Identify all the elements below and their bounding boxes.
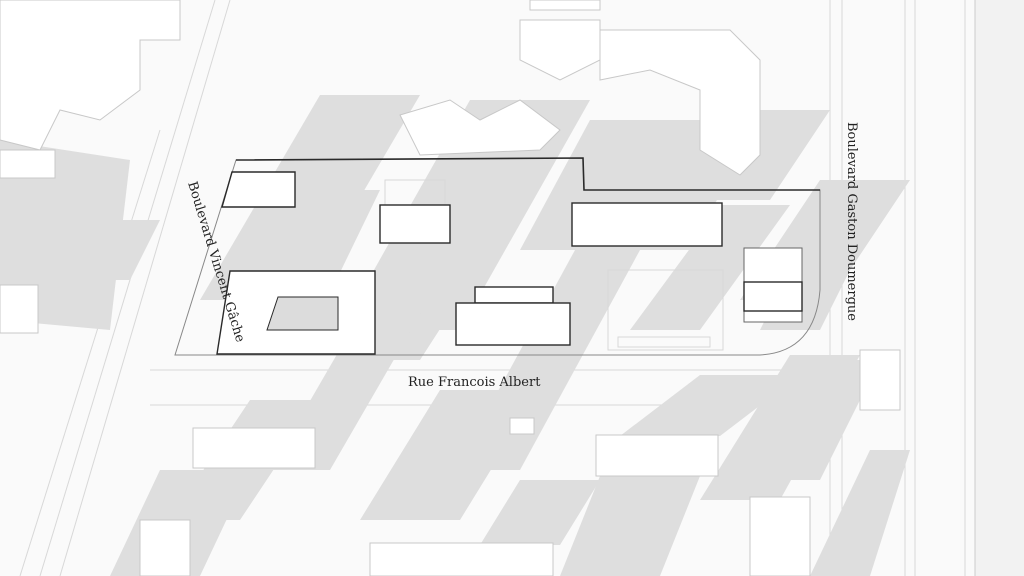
building-e-upper <box>474 286 554 304</box>
building-b <box>379 204 451 244</box>
courtyard <box>266 296 339 331</box>
building-a <box>221 171 296 208</box>
building-c <box>571 202 723 247</box>
surrounding-buildings <box>0 0 901 576</box>
building-e <box>455 302 571 346</box>
street-label-east: Boulevard Gaston Doumergue <box>844 122 859 321</box>
project-buildings <box>216 171 803 355</box>
project-site <box>174 157 821 356</box>
street-label-south: Rue Francois Albert <box>408 375 541 390</box>
